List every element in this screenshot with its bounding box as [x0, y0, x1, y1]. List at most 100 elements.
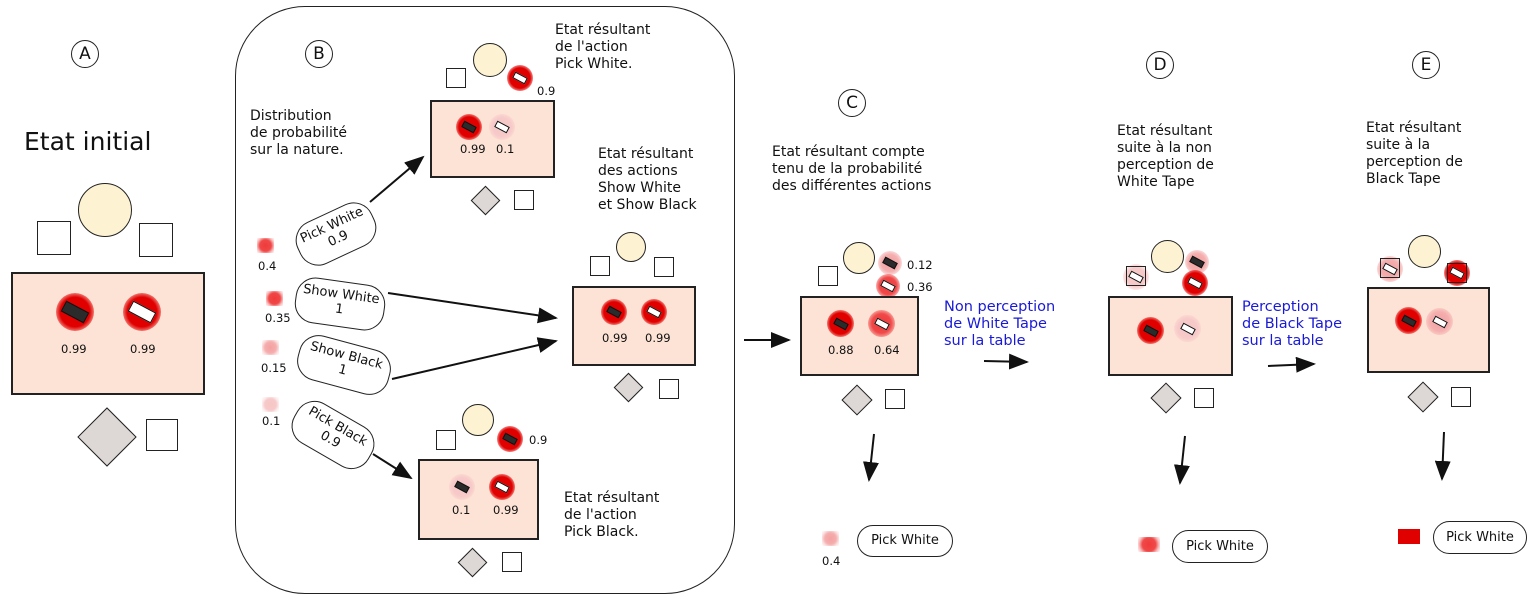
d-to-e-transition: Perception de Black Tape sur la table	[1242, 299, 1343, 349]
black-tape-shape	[832, 317, 849, 330]
held-white-tape-shape	[880, 279, 896, 293]
human-left-hand	[37, 221, 71, 255]
pick-black-held-tape	[497, 426, 523, 452]
c-black-value: 0.88	[828, 343, 854, 357]
black-tape	[56, 293, 94, 331]
e-action-weight-square	[1398, 529, 1420, 544]
white-tape-shape	[494, 480, 510, 494]
black-tape-shape	[1142, 324, 1159, 337]
show-black-tape	[601, 299, 627, 325]
weight-square-pick-white	[257, 238, 274, 253]
black-tape-shape	[461, 120, 477, 134]
pick-white-human-head	[473, 43, 507, 77]
e-action-pick-white: Pick White	[1433, 521, 1527, 554]
d-robot-hand	[1194, 388, 1214, 408]
d-held-white-tape	[1182, 270, 1208, 296]
weight-square-show-black	[262, 340, 279, 355]
robot-hand	[146, 419, 178, 451]
show-white-value: 0.99	[645, 331, 671, 345]
d-black-tape	[1137, 317, 1164, 344]
arrow-e-down	[1434, 431, 1451, 481]
e-human-left-hand	[1380, 258, 1400, 278]
arrow-c-down	[862, 433, 879, 482]
black-tape-shape	[454, 480, 470, 494]
pick-white-state-caption: Etat résultant de l'action Pick White.	[555, 22, 651, 72]
pick-black-black-value: 0.1	[452, 503, 471, 517]
pick-black-human-left-hand	[436, 430, 456, 450]
weight-pick-black: 0.1	[262, 414, 281, 428]
arrow-to-pick-white	[369, 155, 425, 203]
human-right-hand	[139, 223, 173, 257]
pick-white-human-left-hand	[446, 68, 466, 88]
held-black-tape-shape	[1189, 255, 1205, 269]
e-robot-hand	[1451, 387, 1471, 407]
c-human-head	[843, 242, 875, 274]
label-e: E	[1412, 51, 1440, 79]
e-held-white-tape	[1444, 260, 1470, 286]
show-state-caption: Etat résultant des actions Show White et…	[598, 146, 697, 213]
c-action-weight-square	[822, 531, 839, 546]
panel-a-title: Etat initial	[24, 127, 152, 156]
weight-pick-white: 0.4	[258, 259, 277, 273]
white-tape-shape	[127, 300, 157, 324]
white-tape-shape	[873, 317, 890, 330]
e-human-head	[1408, 235, 1441, 268]
panel-e-caption: Etat résultant suite à la perception de …	[1366, 120, 1463, 187]
black-tape-shape	[60, 300, 90, 324]
c-table	[800, 296, 919, 376]
pick-black-held-value: 0.9	[529, 433, 548, 447]
arrow-show-white	[387, 292, 558, 324]
show-table	[572, 286, 696, 366]
e-white-tape	[1426, 308, 1453, 335]
pick-black-black-tape	[449, 474, 475, 500]
panel-b-frame	[235, 6, 735, 594]
pick-white-table	[430, 100, 555, 178]
white-tape-shape	[646, 305, 662, 319]
d-table	[1108, 296, 1233, 376]
pick-white-held-tape	[507, 65, 533, 91]
pick-white-robot-hand	[514, 190, 534, 210]
pick-black-white-value: 0.99	[493, 503, 519, 517]
held-white-tape-shape	[512, 71, 528, 85]
pick-white-white-value: 0.1	[496, 142, 515, 156]
d-action-weight-square	[1138, 537, 1160, 552]
held-black-tape-shape	[502, 432, 518, 446]
arrow-d-to-e	[1267, 356, 1316, 373]
c-action-pick-white: Pick White	[857, 525, 953, 557]
d-human-head	[1151, 240, 1184, 273]
show-human-left-hand	[590, 256, 610, 276]
e-human-right-hand	[1447, 263, 1467, 283]
e-black-tape	[1395, 307, 1422, 334]
held-white-tape-shape	[1187, 276, 1203, 290]
d-human-left-hand	[1126, 266, 1146, 286]
c-held-white-tape	[876, 274, 900, 298]
panel-c-caption: Etat résultant compte tenu de la probabi…	[772, 144, 932, 194]
white-tape	[123, 293, 161, 331]
distribution-caption: Distribution de probabilité sur la natur…	[250, 108, 347, 158]
c-held-black-tape	[878, 251, 902, 275]
show-white-tape	[641, 299, 667, 325]
white-tape-shape	[1431, 315, 1448, 328]
show-human-right-hand	[654, 257, 674, 277]
label-c: C	[838, 89, 866, 117]
pick-black-white-tape	[489, 474, 515, 500]
c-black-tape	[827, 310, 854, 337]
weight-show-black: 0.15	[261, 361, 287, 375]
table	[11, 272, 205, 395]
c-white-tape	[868, 310, 895, 337]
black-tape-shape	[1400, 314, 1417, 327]
black-tape-value: 0.99	[61, 342, 87, 356]
arrow-c-to-d	[983, 353, 1029, 370]
black-tape-shape	[606, 305, 622, 319]
c-held-white-value: 0.36	[907, 280, 933, 294]
weight-square-show-white	[266, 291, 283, 306]
panel-d-caption: Etat résultant suite à la non perception…	[1117, 123, 1214, 190]
show-black-value: 0.99	[602, 331, 628, 345]
c-held-black-value: 0.12	[907, 258, 933, 272]
pick-black-table	[418, 459, 539, 540]
c-human-left-hand	[818, 266, 838, 286]
c-action-weight: 0.4	[822, 554, 841, 568]
pick-white-white-tape	[489, 114, 515, 140]
show-human-head	[616, 232, 646, 262]
label-a: A	[71, 40, 99, 68]
